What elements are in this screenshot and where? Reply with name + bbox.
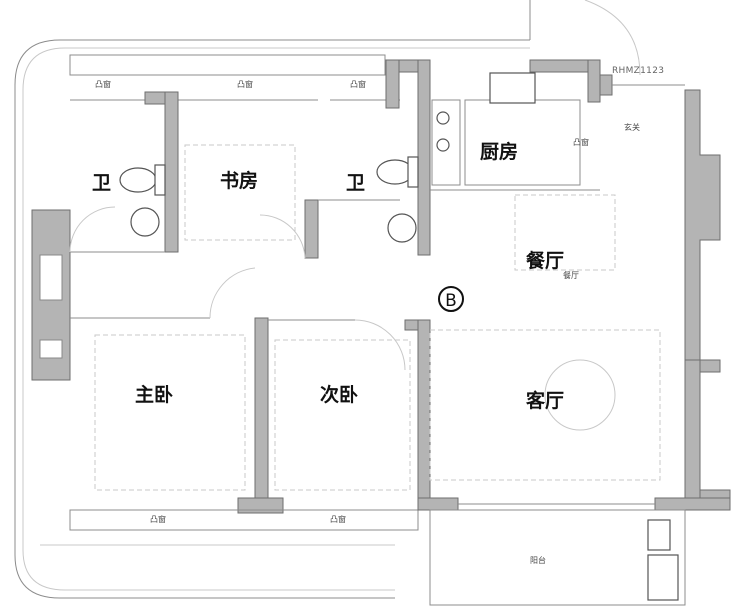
bottom-bay-windows <box>69 509 419 531</box>
dining-small-label: 餐厅 <box>563 271 579 280</box>
balcony-label: 阳台 <box>530 556 546 565</box>
living-room-label: 客厅 <box>526 390 565 412</box>
second-bedroom-label: 次卧 <box>320 384 359 406</box>
toilet-1 <box>119 167 157 193</box>
bay-window-label: 凸窗 <box>150 515 166 524</box>
bath-kitchen-wall <box>417 59 431 256</box>
kitchen-label: 厨房 <box>480 141 519 163</box>
washing-machine <box>647 554 679 601</box>
dining-label: 餐厅 <box>526 250 565 272</box>
orientation-marker: B <box>438 286 464 312</box>
bay-window-label: 凸窗 <box>237 80 253 89</box>
bay-window-label: 凸窗 <box>350 80 366 89</box>
sink-1 <box>130 207 160 237</box>
master-bedroom-label: 主卧 <box>135 384 174 406</box>
kitchen-sink <box>489 72 536 104</box>
bay-window-label: 凸窗 <box>573 138 589 147</box>
top-bay-windows <box>69 54 386 76</box>
outer-boundary <box>14 39 530 599</box>
bath1-label: 卫 <box>92 172 112 194</box>
entrance-label: 玄关 <box>624 123 640 132</box>
bath2-label: 卫 <box>346 172 366 194</box>
bedroom-living-wall <box>417 319 431 511</box>
bay-window-label: 凸窗 <box>95 80 111 89</box>
sink-2 <box>387 213 417 243</box>
bath-study-wall <box>164 91 179 253</box>
study-label: 书房 <box>220 170 259 192</box>
balcony-area <box>429 509 686 606</box>
right-wall <box>684 89 721 361</box>
bay-window-label: 凸窗 <box>330 515 346 524</box>
unit-code: RHMZ1123 <box>612 66 665 76</box>
